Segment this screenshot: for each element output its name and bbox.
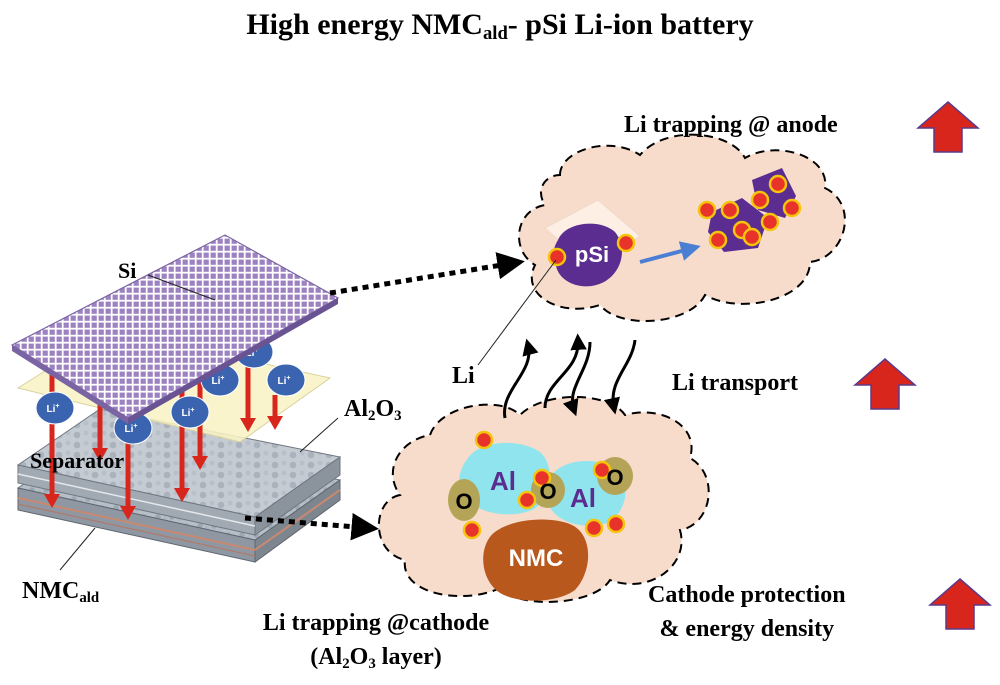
nmc-particle <box>483 519 589 601</box>
o-label-2: O <box>539 479 556 504</box>
anode-li-atom-2 <box>616 233 636 253</box>
si-leader-line <box>147 274 216 301</box>
battery-stack: Li+Li+Li+Li+Li+Li+ <box>10 234 342 571</box>
cathode-trapping-annotation: Li trapping @cathode(Al2O3 layer) <box>262 610 490 673</box>
cathode-li-atom-4 <box>592 460 612 480</box>
o-blob-1 <box>448 479 480 521</box>
li-transport-arrows <box>503 333 637 419</box>
li-leader-line <box>477 259 557 366</box>
increase-arrows <box>852 101 993 630</box>
anode-li-atom-6 <box>708 230 728 250</box>
psi-label: pSi <box>575 242 609 267</box>
li-transport-annotation: Li transport <box>672 370 798 396</box>
cathode-li-atoms <box>462 430 626 540</box>
anode-cloud <box>518 133 846 322</box>
al-label-1: Al <box>490 466 516 496</box>
li-label: Li <box>452 363 475 389</box>
lithiation-arrow <box>639 241 701 264</box>
si-anode-sheet <box>10 234 340 424</box>
cathode-protection-annotation: Cathode protection& energy density <box>648 582 846 642</box>
anode-li-atom-8 <box>750 190 770 210</box>
up-arrow-2 <box>852 358 918 410</box>
anode-li-atom-4 <box>720 200 740 220</box>
cathode-li-atom-2 <box>532 468 552 488</box>
li-ion-3: Li+ <box>170 395 210 429</box>
up-arrow-3 <box>927 578 993 630</box>
separator-label: Separator <box>30 448 125 473</box>
anode-trapping-annotation: Li trapping @ anode <box>624 112 838 138</box>
cathode-li-atom-3 <box>517 490 537 510</box>
cathode-li-atom-5 <box>584 518 604 538</box>
nmc-leader-line <box>59 527 96 571</box>
li-ion-5: Li+ <box>266 363 306 397</box>
o-label-1: O <box>455 489 472 514</box>
anode-li-atom-9 <box>768 174 788 194</box>
red-arrow-7 <box>267 395 283 430</box>
o-label-3: O <box>606 465 623 490</box>
cathode-li-atom-1 <box>474 430 494 450</box>
al2o3-leader-line <box>299 417 339 453</box>
anode-li-atoms <box>547 174 802 267</box>
cathode-cloud <box>377 396 710 603</box>
anode-li-atom-11 <box>760 212 780 232</box>
li-ion-1: Li+ <box>35 391 75 425</box>
al2o3-label: Al2O3 <box>344 396 402 425</box>
si-label: Si <box>118 258 137 283</box>
nmc-particle-label: NMC <box>509 545 564 572</box>
anode-li-atom-7 <box>742 227 762 247</box>
psi-particle <box>553 223 622 287</box>
cathode-connector-arrow <box>244 512 379 541</box>
up-arrow-1 <box>915 101 981 153</box>
anode-li-atom-10 <box>782 198 802 218</box>
cathode-li-atom-6 <box>462 520 482 540</box>
page-title: High energy NMCald- pSi Li-ion battery <box>246 8 754 45</box>
anode-connector-arrow <box>329 252 525 296</box>
anode-li-atom-1 <box>547 247 567 267</box>
al-label-2: Al <box>570 483 596 513</box>
cathode-li-atom-7 <box>606 514 626 534</box>
anode-li-atom-3 <box>697 200 717 220</box>
nmc-ald-label: NMCald <box>22 578 100 607</box>
